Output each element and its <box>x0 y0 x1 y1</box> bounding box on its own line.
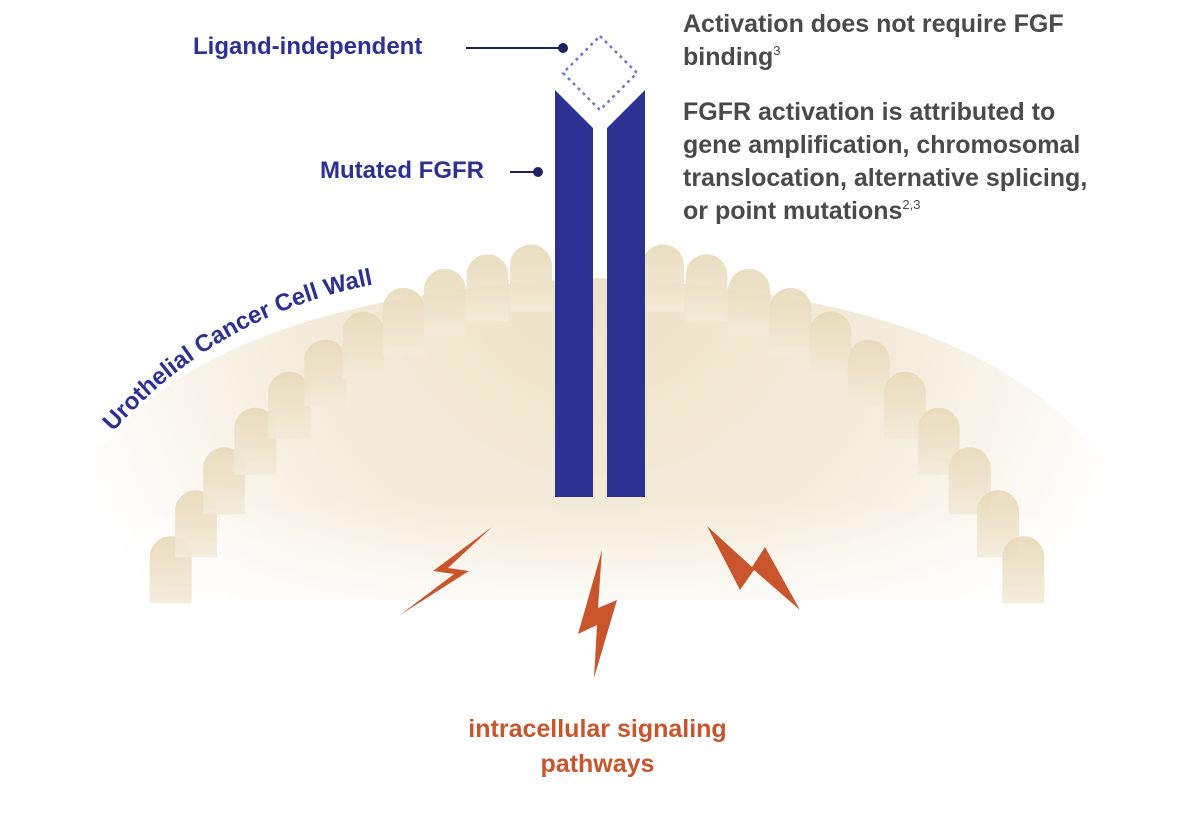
pathway-label: intracellular signaling pathways <box>0 712 1195 782</box>
membrane-head <box>883 371 926 439</box>
ligand-independent-label: Ligand-independent <box>193 33 423 60</box>
membrane-head <box>847 339 890 407</box>
activation-note-text: Activation does not require FGF binding <box>683 10 1064 71</box>
leader-mutated <box>510 167 543 177</box>
membrane-head <box>509 244 552 312</box>
membrane-head <box>342 311 385 379</box>
membrane-head <box>809 311 852 379</box>
membrane-head <box>268 371 311 439</box>
mechanism-note-ref: 2,3 <box>902 197 921 212</box>
lightning-bolt-icon <box>707 526 800 610</box>
membrane-head <box>1002 536 1045 604</box>
membrane-head <box>466 254 509 322</box>
dotted-diamond-icon <box>561 34 639 112</box>
receptor-right-arm <box>607 90 645 497</box>
membrane-head <box>685 254 728 322</box>
mechanism-note: FGFR activation is attributed to gene am… <box>683 96 1103 228</box>
pathway-label-line1: intracellular signaling <box>468 715 727 743</box>
leader-ligand <box>466 43 568 53</box>
lightning-bolt-icon <box>578 550 617 678</box>
membrane-head <box>977 490 1020 558</box>
pathway-label-line2: pathways <box>540 750 655 778</box>
membrane-heads <box>149 244 1045 604</box>
receptor-icon <box>555 90 645 497</box>
activation-note: Activation does not require FGF binding3 <box>683 8 1083 74</box>
membrane-head <box>917 407 960 475</box>
receptor-left-arm <box>555 90 593 497</box>
membrane-head <box>423 268 466 336</box>
mutated-fgfr-label: Mutated FGFR <box>320 157 484 184</box>
membrane-head <box>948 447 991 515</box>
membrane-head <box>234 407 277 475</box>
membrane-head <box>728 268 771 336</box>
membrane-head <box>304 339 347 407</box>
membrane-head <box>642 244 685 312</box>
mechanism-note-text: FGFR activation is attributed to gene am… <box>683 98 1088 225</box>
activation-note-ref: 3 <box>773 43 781 58</box>
membrane-head <box>382 287 425 355</box>
lightning-bolt-icon <box>400 527 492 615</box>
membrane-head <box>769 287 812 355</box>
